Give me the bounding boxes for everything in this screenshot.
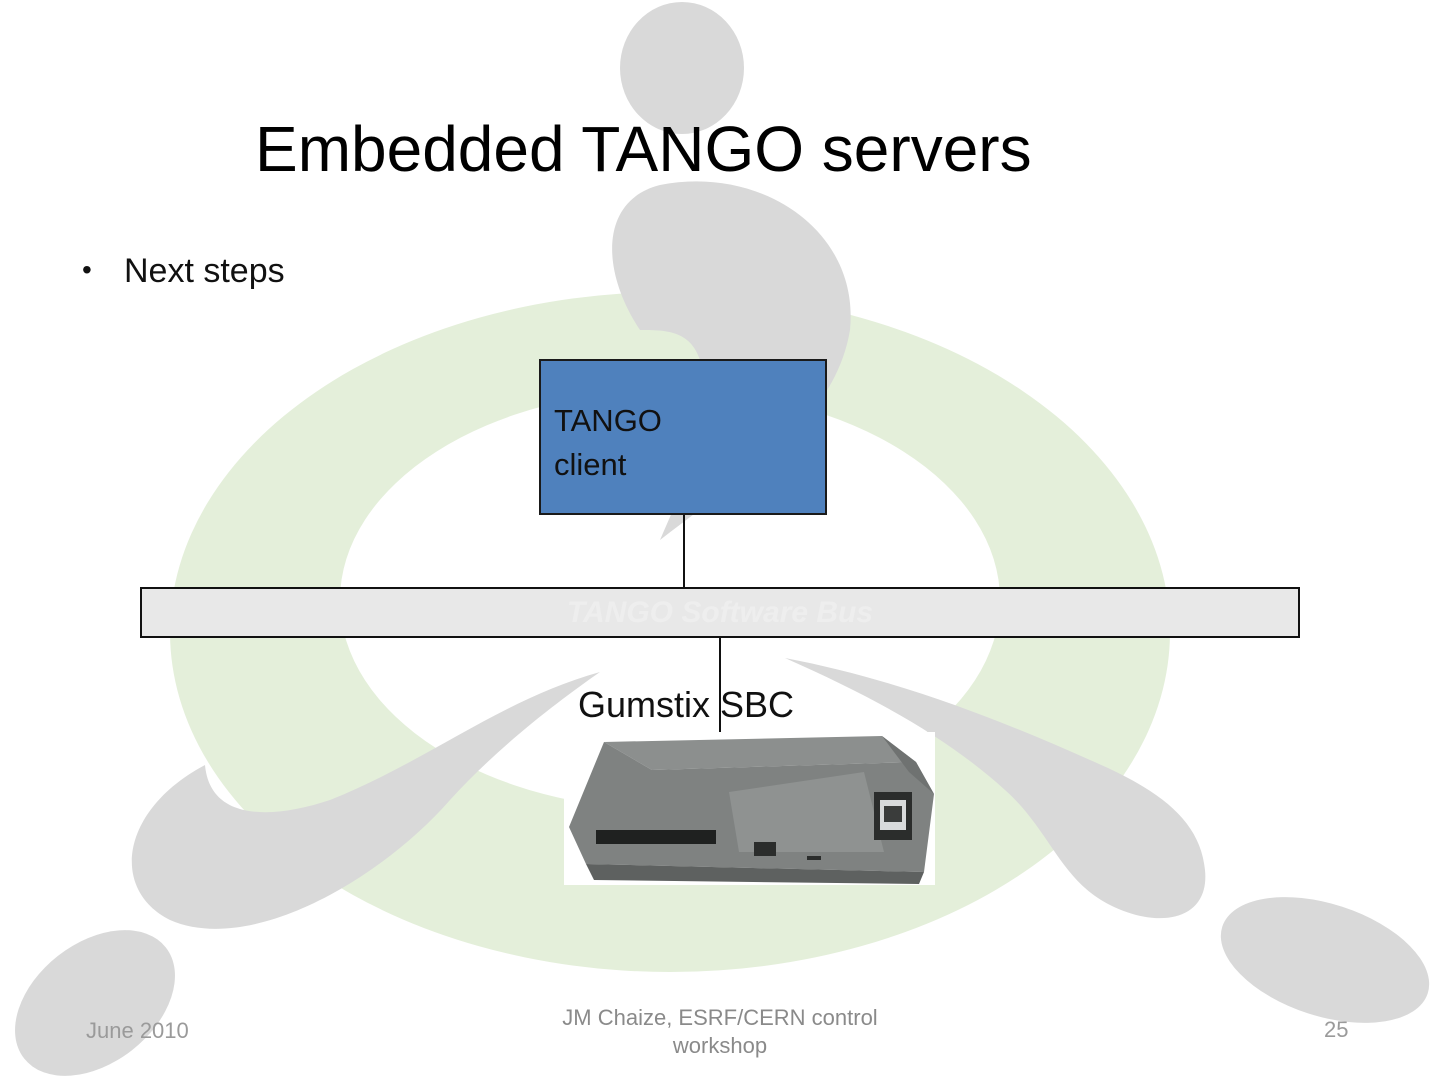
footer-center-line2: workshop bbox=[672, 1033, 768, 1058]
tango-software-bus: TANGO Software Bus bbox=[140, 587, 1300, 638]
watermark-left-body bbox=[131, 672, 600, 929]
bullet-marker: • bbox=[82, 254, 92, 285]
footer-date: June 2010 bbox=[86, 1018, 189, 1043]
bullet-text: Next steps bbox=[124, 252, 285, 290]
gumstix-device-image bbox=[564, 732, 935, 885]
footer-center-text: JM Chaize, ESRF/CERN control workshop bbox=[530, 1004, 910, 1060]
watermark-right-head bbox=[1220, 897, 1430, 1023]
watermark-left-head bbox=[15, 930, 175, 1076]
watermark-right-body bbox=[785, 658, 1206, 919]
client-bus-connector bbox=[683, 515, 685, 588]
watermark-top-head bbox=[620, 2, 744, 134]
client-box-line1: TANGO bbox=[554, 403, 662, 438]
footer-center-line1: JM Chaize, ESRF/CERN control bbox=[562, 1005, 878, 1030]
slide-title: Embedded TANGO servers bbox=[255, 113, 1032, 185]
device-label: Gumstix SBC bbox=[578, 684, 795, 725]
bullet-item: • Next steps bbox=[82, 252, 285, 291]
bus-label: TANGO Software Bus bbox=[566, 595, 874, 629]
bus-device-connector bbox=[719, 636, 721, 732]
slide-number: 25 bbox=[1324, 1017, 1349, 1042]
client-box-line2: client bbox=[554, 447, 627, 482]
tango-client-box: TANGO client bbox=[539, 359, 827, 515]
